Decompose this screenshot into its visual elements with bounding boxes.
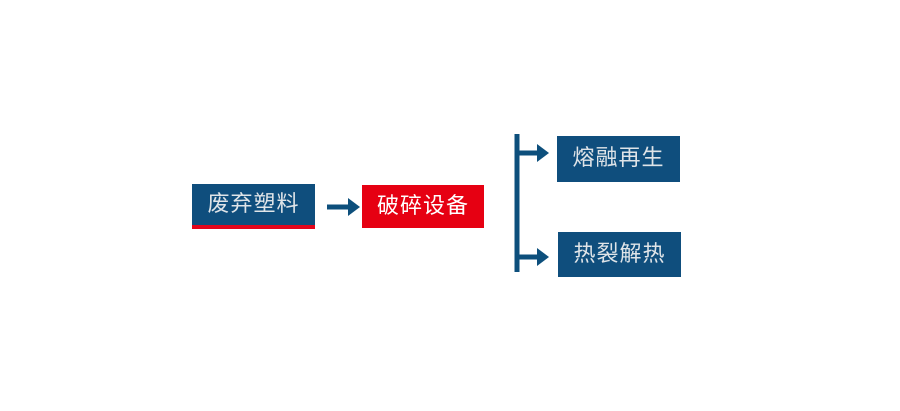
connector-branch-to-melt	[517, 144, 549, 162]
node-pyrolysis-label: 热裂解热	[573, 241, 666, 267]
node-crusher-label: 破碎设备	[376, 193, 469, 219]
node-crusher[interactable]: 破碎设备	[362, 185, 484, 228]
connector-branch-to-pyrolysis	[517, 248, 549, 266]
connector-waste-to-crusher	[327, 198, 360, 216]
node-melt-regeneration[interactable]: 熔融再生	[557, 136, 680, 182]
node-waste-plastic-label: 废弃塑料	[207, 191, 300, 217]
node-pyrolysis[interactable]: 热裂解热	[558, 232, 681, 277]
node-waste-plastic[interactable]: 废弃塑料	[192, 184, 315, 229]
node-melt-regeneration-label: 熔融再生	[572, 146, 665, 171]
